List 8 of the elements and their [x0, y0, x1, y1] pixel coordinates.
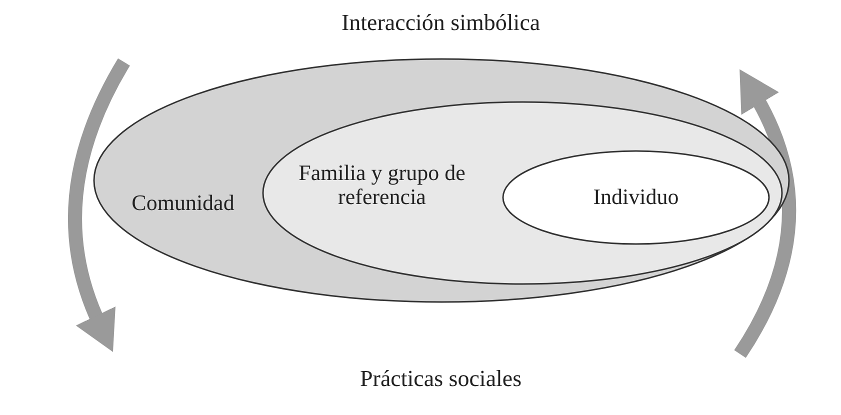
- region-label: Familia y grupo de referencia: [298, 161, 466, 209]
- region-label: Comunidad: [130, 191, 236, 215]
- cycle-label: Interacción simbólica: [342, 10, 540, 36]
- ellipse-region: [502, 150, 770, 245]
- cycle-label: Prácticas sociales: [360, 366, 522, 392]
- region-label: Individuo: [592, 185, 680, 209]
- ellipse-region: [93, 58, 790, 303]
- ellipse-region: [262, 101, 783, 285]
